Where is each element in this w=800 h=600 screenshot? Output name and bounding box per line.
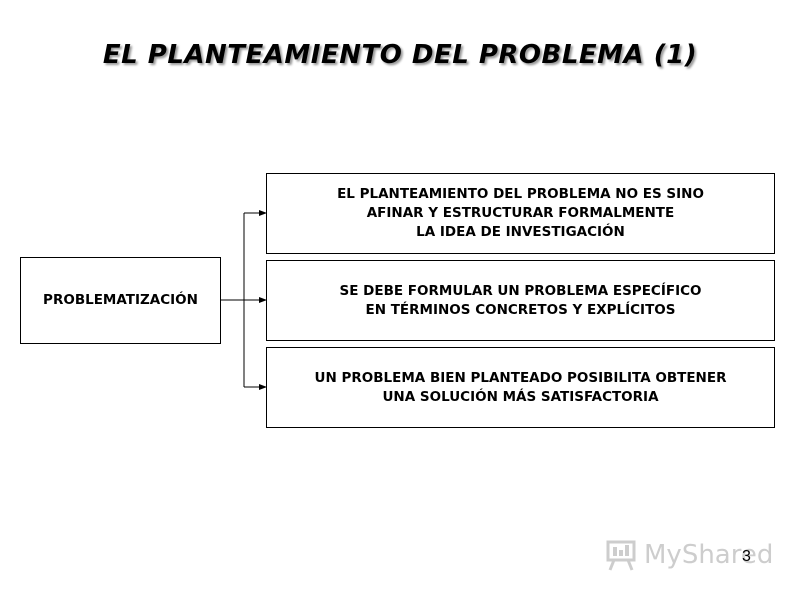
target-box-1: EL PLANTEAMIENTO DEL PROBLEMA NO ES SINO… bbox=[266, 173, 775, 254]
page-number: 3 bbox=[742, 548, 751, 565]
problematizacion-box: PROBLEMATIZACIÓN bbox=[20, 257, 221, 344]
target-box-2: SE DEBE FORMULAR UN PROBLEMA ESPECÍFICO … bbox=[266, 260, 775, 341]
watermark-text: MyShared bbox=[644, 540, 774, 570]
target-box-1-text: EL PLANTEAMIENTO DEL PROBLEMA NO ES SINO… bbox=[337, 186, 704, 240]
problematizacion-label: PROBLEMATIZACIÓN bbox=[43, 292, 198, 308]
slide-title: EL PLANTEAMIENTO DEL PROBLEMA (1) bbox=[102, 40, 698, 70]
target-box-3-text: UN PROBLEMA BIEN PLANTEADO POSIBILITA OB… bbox=[314, 369, 727, 405]
target-box-3: UN PROBLEMA BIEN PLANTEADO POSIBILITA OB… bbox=[266, 347, 775, 428]
target-box-2-text: SE DEBE FORMULAR UN PROBLEMA ESPECÍFICO … bbox=[339, 282, 702, 318]
watermark-logo: MyShared bbox=[606, 537, 773, 573]
presentation-board-icon bbox=[606, 540, 636, 571]
